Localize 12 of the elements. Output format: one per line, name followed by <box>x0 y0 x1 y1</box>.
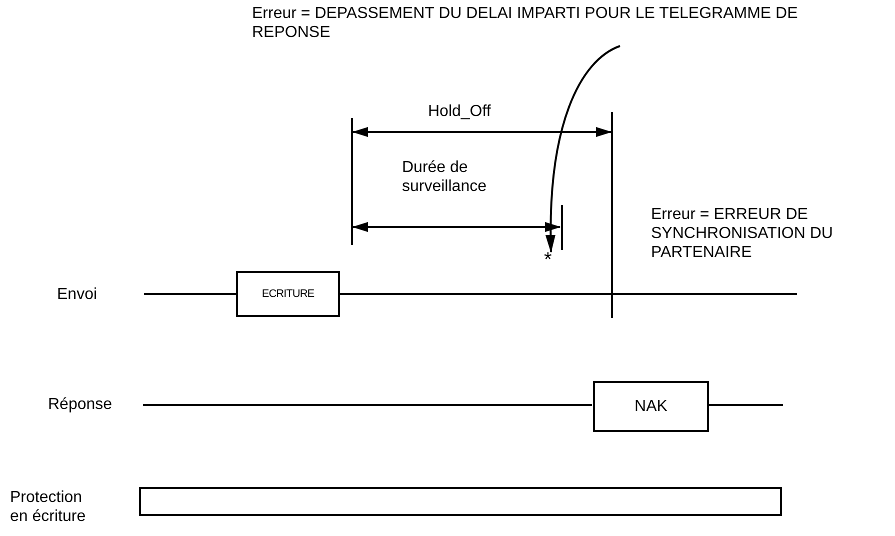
dimension-label: Hold_Off <box>428 102 492 121</box>
dimension-label: Durée de surveillance <box>402 158 488 196</box>
error-note: Erreur = ERREUR DE SYNCHRONISATION DU PARTENAIRE <box>651 205 834 262</box>
asterisk-mark: * <box>544 252 558 268</box>
signal-label: Envoi <box>57 285 98 304</box>
frame-box: NAK <box>593 381 709 432</box>
error-note: Erreur = DEPASSEMENT DU DELAI IMPARTI POUR LE TELEGRAMME DE REPONSE <box>252 4 852 44</box>
write-protection-bar <box>139 487 782 516</box>
leader-line <box>546 45 620 253</box>
signal-label: Protection en écriture <box>10 488 87 526</box>
signal-label: Réponse <box>48 395 114 414</box>
frame-box: ECRITURE <box>236 271 340 317</box>
